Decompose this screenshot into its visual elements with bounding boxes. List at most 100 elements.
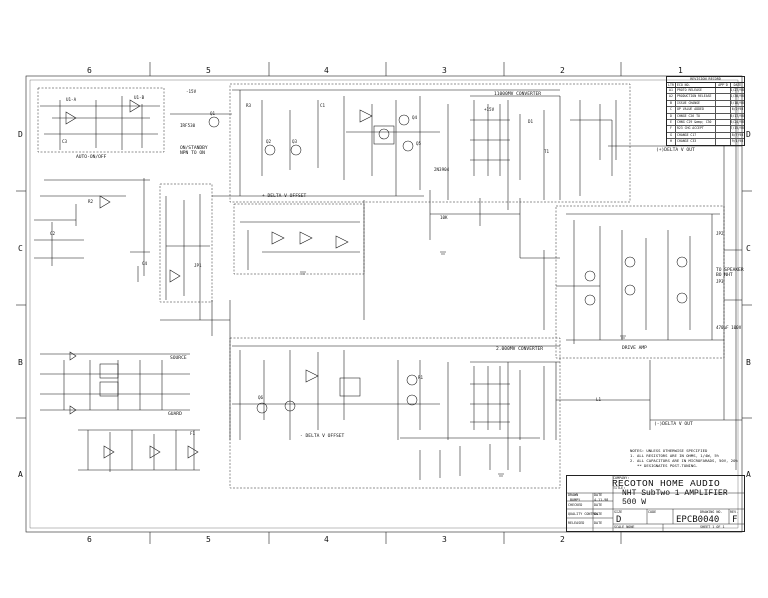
schematic-notes: NOTES: UNLESS OTHERWISE SPECIFIED 1. ALL… [630,448,738,468]
revision-appd [716,100,731,107]
component-label: JP2 [716,231,724,236]
zone-col-6: 6 [87,66,92,75]
revision-ltr: A2 [667,94,676,100]
checked-date-label: DATE [594,503,603,507]
revision-eco: CHANGE C33 [676,139,716,145]
component-label: R2 [88,199,94,204]
company-name: RECOTON HOME AUDIO [612,478,721,489]
col-date: DATE [733,83,742,87]
component-label: 470uF 100V [716,325,742,330]
revision-appd [716,94,731,100]
revision-ltr: F [667,126,676,132]
revision-ltr: B [667,100,676,107]
drawn-date: 4-11-98 [594,498,609,502]
zone-row-a-right: A [746,470,751,479]
released-date-label: DATE [594,521,603,525]
zone-row-b: B [18,358,23,367]
revision-eco: ISSUE CHANGE [676,100,716,107]
outer-border [25,75,743,533]
drawing-no-label: DRAWING NO. [700,510,723,514]
quality-date-label: DATE [594,512,603,516]
zone-row-c-right: C [746,244,751,253]
revision-date: 1/27/98 [730,88,744,92]
component-label: Q2 [266,139,272,144]
revision-date: 9/1/98 [731,139,744,144]
revision-ltr: A1 [667,88,676,94]
component-label: IRF530 [180,123,196,128]
rev-label: REV. [730,510,739,514]
wiring [34,88,742,480]
component-label: D1 [528,119,534,124]
region-left-mid [159,183,213,303]
zone-col-4: 4 [324,66,329,75]
zone-col-1: 1 [678,66,683,75]
component-label: R1 [418,375,424,380]
label-out-bot: (-)DELTA V OUT [654,422,693,427]
zone-col-6-bottom: 6 [87,535,92,544]
revision-ltr: E [667,119,676,126]
revision-appd [716,88,731,94]
revision-ltr: G [667,132,676,139]
zone-col-3-bottom: 3 [442,535,447,544]
component-label: C3 [62,139,68,144]
component-label: JP3 [716,279,724,284]
revision-eco: PROTO RELEASE [676,88,716,94]
zone-row-b-right: B [746,358,751,367]
revision-ltr: C [667,107,676,113]
drawn-by: BUMPY [570,498,581,502]
col-ltr: LTR [667,83,676,87]
drawing-title: NHT SubTwo 1 AMPLIFIER 500 W [612,489,728,507]
revision-date: 1/30/98 [730,94,744,99]
component-label: Q6 [258,395,264,400]
zone-row-c: C [18,244,23,253]
component-label: U1-B [134,95,145,100]
zone-col-2: 2 [560,66,565,75]
revision-record-title: REVISION RECORD [667,77,744,83]
component-label: Q1 [210,111,216,116]
revision-ltr: H [667,139,676,145]
label-delta-offset-top: + DELTA V OFFSET [262,194,307,199]
zone-col-2-bottom: 2 [560,535,565,544]
title-label: TITLE: [613,486,626,490]
size-label: SIZE [614,510,623,514]
zone-row-d: D [18,130,23,139]
component-label: JP1 [194,263,202,268]
component-label: Q3 [292,139,298,144]
component-label: F1 [190,431,196,436]
zone-row-a: A [18,470,23,479]
label-conv-11000: 11000MV CONVERTER [494,92,542,97]
revision-eco: CHNGE C26 TO [676,113,716,119]
revision-eco: CHANGE C17 [676,132,716,139]
released-label: RELEASED [568,521,585,525]
date-label: DATE [594,493,603,497]
component-label: C4 [142,261,148,266]
inner-border [29,79,739,529]
drawing-number: EPCB0040 [676,515,720,525]
component-label: L1 [596,397,602,402]
zone-col-4-bottom: 4 [324,535,329,544]
revision-record: REVISION RECORD LTR ECO NO. APP'D DATE A… [666,76,745,146]
label-drive-amp: DRIVE AMP [622,346,647,351]
component-label: C2 [50,231,56,236]
notes-header: NOTES: UNLESS OTHERWISE SPECIFIED [630,448,708,453]
region-auto-on-off [37,87,165,153]
label-out-top: (+)DELTA V OUT [656,148,695,153]
component-label: R3 [246,103,252,108]
label-auto-on-off: AUTO-ON/OFF [76,155,107,160]
revision-date: 8/7/98 [731,132,744,137]
revision-appd [716,119,731,126]
zone-row-d-right: D [746,130,751,139]
code-label: CODE [648,510,657,514]
title-block [566,475,745,532]
component-label: Q4 [412,115,418,120]
size-value: D [616,515,622,525]
quality-label: QUALITY CONTROL [568,512,599,516]
revision-eco: PRODUCTION RELEASE [676,94,716,100]
component-label: C1 [320,103,326,108]
